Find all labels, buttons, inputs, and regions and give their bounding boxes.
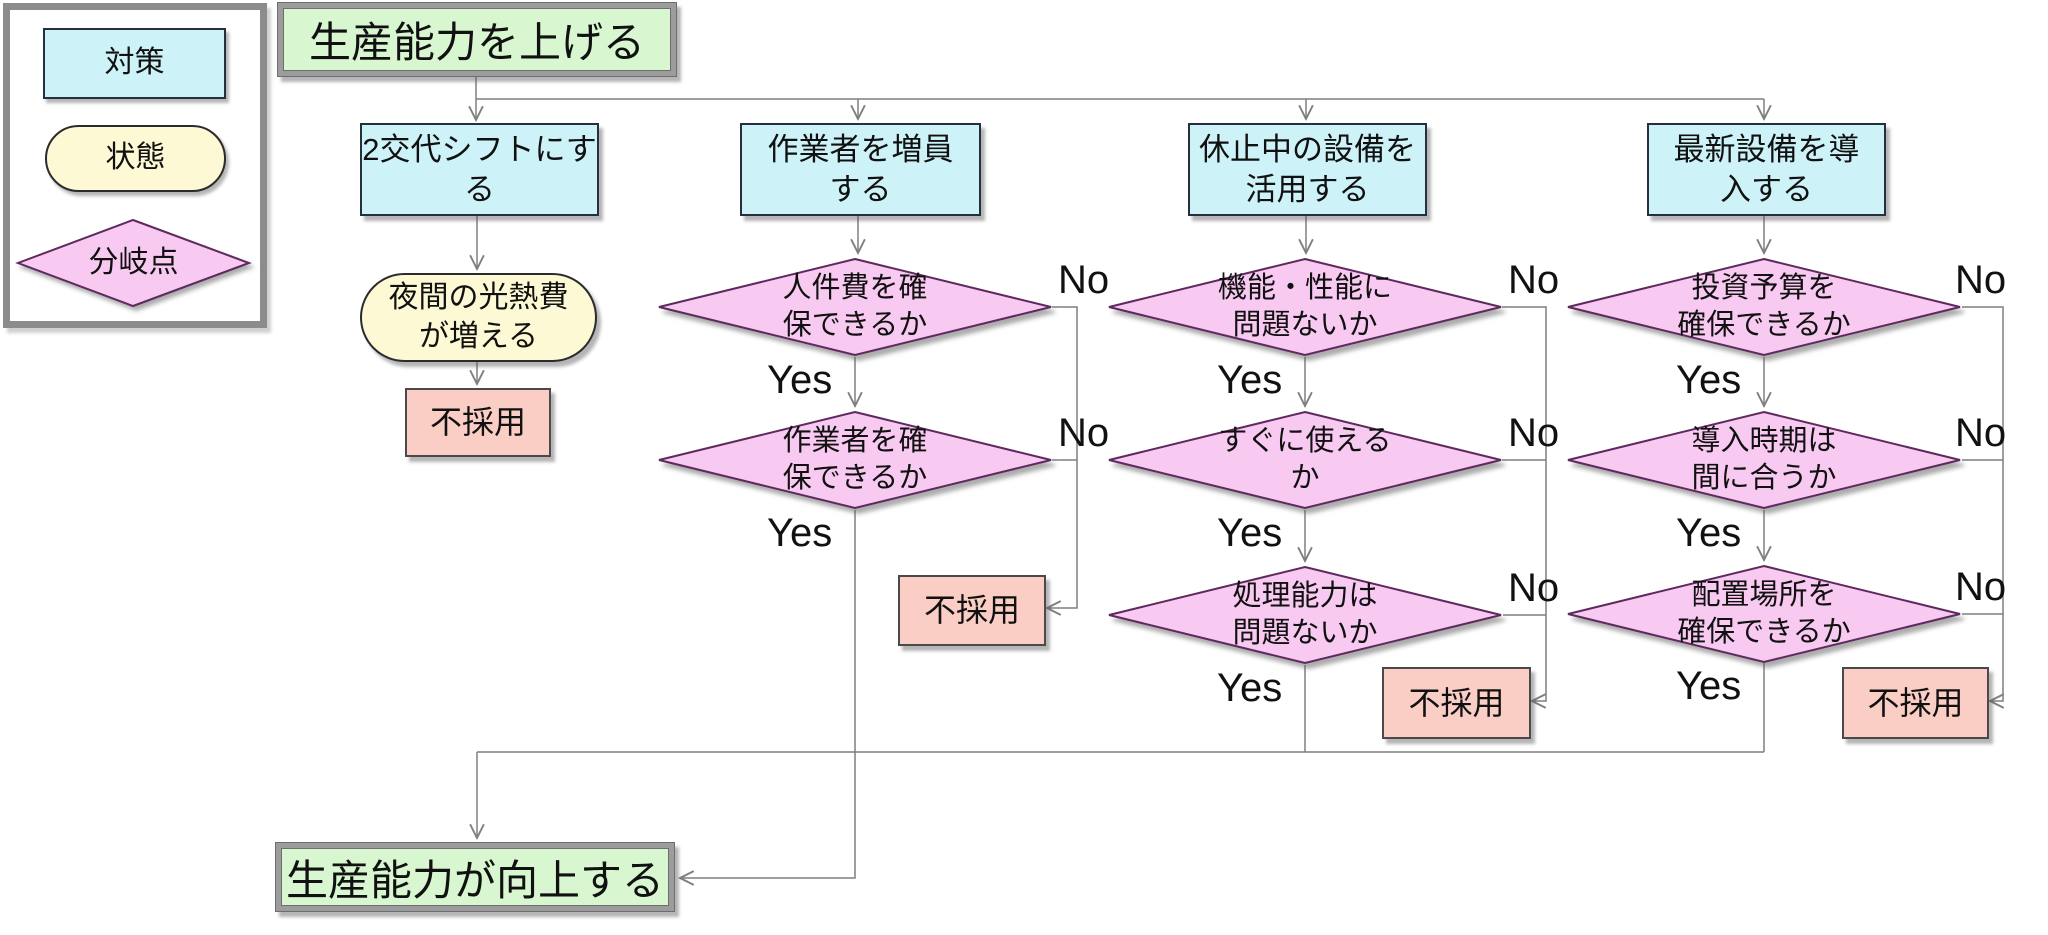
- reject-label-3: 不採用: [1408, 684, 1505, 721]
- no-label-b3d2: No: [1508, 411, 1560, 455]
- yes-label-b3d3: Yes: [1217, 666, 1283, 710]
- decision-throughput-label: 処理能力は 問題ないか: [1232, 579, 1378, 649]
- goal-box: 生産能力が向上する: [275, 842, 675, 912]
- action-new-equipment-label: 最新設備を導 入する: [1673, 131, 1860, 207]
- yes-label-b4d3: Yes: [1676, 664, 1742, 708]
- no-label-b2d1: No: [1058, 258, 1110, 302]
- decision-function-performance: 機能・性能に 問題ないか: [1107, 257, 1503, 357]
- title-box: 生産能力を上げる: [277, 2, 677, 77]
- decision-lead-time: 導入時期は 間に合うか: [1566, 410, 1962, 510]
- action-new-equipment-box: 最新設備を導 入する: [1647, 123, 1886, 216]
- yes-label-b2d2: Yes: [767, 511, 833, 555]
- no-label-b4d3: No: [1955, 565, 2007, 609]
- legend-state-label: 状態: [105, 141, 166, 175]
- reject-label-2: 不採用: [923, 592, 1020, 629]
- reject-box-4: 不採用: [1842, 667, 1989, 739]
- decision-usable-now-label: すぐに使える か: [1218, 424, 1392, 494]
- decision-placement-label: 配置場所を 確保できるか: [1677, 578, 1851, 648]
- decision-labor-cost: 人件費を確 保できるか: [657, 257, 1053, 357]
- legend-decision-label: 分岐点: [88, 245, 179, 279]
- decision-placement: 配置場所を 確保できるか: [1566, 564, 1962, 664]
- no-label-b3d3: No: [1508, 566, 1560, 610]
- yes-label-b3d1: Yes: [1217, 358, 1283, 402]
- reject-box-1: 不採用: [405, 388, 551, 457]
- yes-label-b4d2: Yes: [1676, 511, 1742, 555]
- reject-box-3: 不採用: [1382, 667, 1531, 739]
- reject-label-1: 不採用: [429, 404, 526, 441]
- decision-usable-now: すぐに使える か: [1107, 410, 1503, 510]
- decision-secure-workers-label: 作業者を確 保できるか: [782, 424, 928, 494]
- decision-budget: 投資予算を 確保できるか: [1566, 257, 1962, 357]
- decision-lead-time-label: 導入時期は 間に合うか: [1691, 424, 1837, 494]
- legend-action-shape: 対策: [43, 28, 226, 99]
- yes-label-b2d1: Yes: [767, 358, 833, 402]
- yes-label-b4d1: Yes: [1676, 358, 1742, 402]
- state-utility-cost-box: 夜間の光熱費 が増える: [360, 273, 597, 362]
- reject-box-2: 不採用: [898, 575, 1046, 646]
- no-label-b4d2: No: [1955, 411, 2007, 455]
- action-idle-equipment-label: 休止中の設備を 活用する: [1199, 131, 1416, 207]
- no-label-b3d1: No: [1508, 258, 1560, 302]
- decision-throughput: 処理能力は 問題ないか: [1107, 565, 1503, 665]
- reject-label-4: 不採用: [1867, 684, 1964, 721]
- legend-state-shape: 状態: [45, 125, 226, 192]
- state-utility-cost-label: 夜間の光熱費 が増える: [388, 281, 569, 353]
- action-idle-equipment-box: 休止中の設備を 活用する: [1188, 123, 1427, 216]
- action-shift-box: 2交代シフトにす る: [360, 123, 599, 216]
- decision-secure-workers: 作業者を確 保できるか: [657, 410, 1053, 510]
- yes-label-b3d2: Yes: [1217, 511, 1283, 555]
- decision-function-performance-label: 機能・性能に 問題ないか: [1217, 271, 1392, 341]
- action-add-workers-box: 作業者を増員 する: [740, 123, 981, 216]
- decision-budget-label: 投資予算を 確保できるか: [1677, 271, 1851, 341]
- no-label-b2d2: No: [1058, 411, 1110, 455]
- action-shift-label: 2交代シフトにす る: [362, 131, 597, 207]
- decision-labor-cost-label: 人件費を確 保できるか: [782, 271, 928, 341]
- page-title: 生産能力を上げる: [308, 19, 645, 66]
- action-add-workers-label: 作業者を増員 する: [767, 131, 954, 207]
- legend-decision-shape: 分岐点: [15, 218, 252, 308]
- no-label-b4d1: No: [1955, 258, 2007, 302]
- legend-panel: 対策 状態 分岐点: [3, 3, 267, 328]
- legend-action-label: 対策: [104, 46, 165, 80]
- goal-label: 生産能力が向上する: [285, 856, 664, 904]
